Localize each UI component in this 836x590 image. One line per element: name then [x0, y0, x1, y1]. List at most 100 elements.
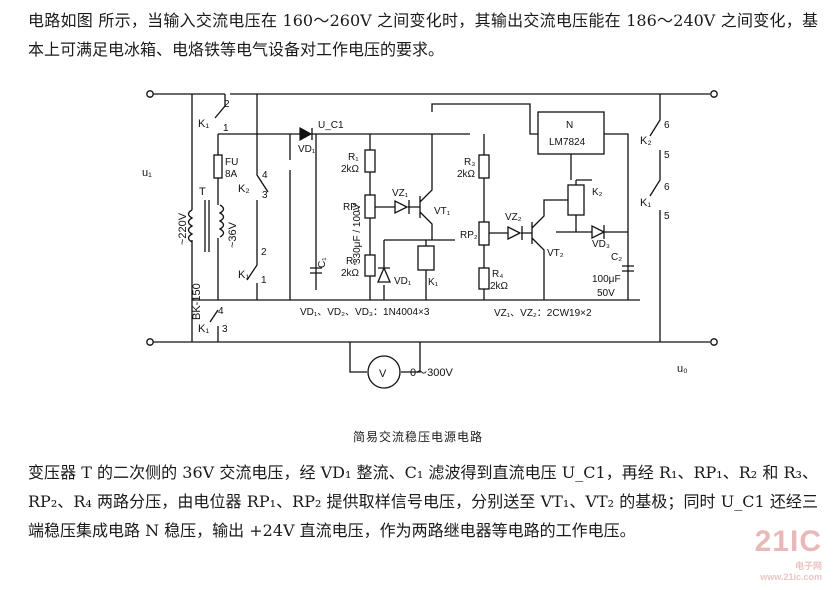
vz2-zener	[507, 225, 523, 241]
vd3-diode	[591, 224, 606, 240]
contact-5-top: 5	[664, 150, 670, 161]
r3-label: R₃	[464, 157, 475, 168]
contact-2-lower: 2	[261, 247, 267, 258]
k2-right-label: K₂	[640, 135, 652, 147]
input-terminal-bottom	[146, 338, 154, 346]
transformer-primary-coil	[187, 209, 194, 243]
c2-value-label: 100μF	[592, 274, 621, 285]
k1-right-label: K₁	[640, 197, 651, 209]
r1-label: R₁	[348, 152, 359, 163]
regulator-wiring	[431, 103, 629, 300]
c1-capacitor	[289, 134, 322, 300]
output-switch-column	[649, 94, 661, 342]
r2-value-label: 2kΩ	[341, 268, 360, 279]
fuse-rating-label: 8A	[225, 169, 238, 180]
vz1-zener	[394, 199, 410, 215]
contact-4-bottom: 4	[218, 306, 224, 317]
vd3-label: VD₃	[592, 239, 610, 250]
contact-3-bottom: 3	[222, 324, 228, 335]
contact-5-lower: 5	[664, 211, 670, 222]
contact-6-top: 6	[664, 120, 670, 131]
rp2-potentiometer	[478, 221, 490, 246]
c2-label: C₂	[611, 252, 622, 263]
fuse-label: FU	[225, 157, 238, 168]
c2-voltage-label: 50V	[597, 288, 615, 299]
r4-label: R₄	[492, 269, 503, 280]
voltmeter-symbol: V	[379, 368, 387, 380]
contact-2-top: 2	[224, 99, 230, 110]
diode-note: VD₁、VD₂、VD₃：1N4004×3	[300, 307, 430, 318]
contact-1-lower: 1	[261, 275, 267, 286]
input-terminal-top	[146, 90, 154, 98]
r1-value-label: 2kΩ	[341, 164, 360, 175]
k1-relay-wire	[383, 239, 455, 300]
r2-label: R₂	[346, 256, 357, 267]
vd1-label: VD₁	[298, 144, 316, 155]
k1-lower-label: K₁	[238, 269, 249, 281]
fuse	[213, 154, 223, 179]
vt1-transistor	[419, 134, 433, 240]
watermark-main: 21IC	[754, 525, 822, 558]
primary-voltage-label: ~220V	[177, 212, 189, 245]
watermark-sub: 电子网	[794, 561, 822, 571]
regulator-name: N	[566, 120, 573, 131]
output-terminal-bottom	[710, 338, 718, 346]
voltmeter	[367, 355, 401, 389]
vd-relay-label: VD₁	[394, 276, 412, 287]
vz1-label: VZ₁	[392, 188, 409, 199]
zener-note: VZ₁、VZ₂：2CW19×2	[494, 308, 592, 319]
vt2-label: VT₂	[547, 248, 564, 259]
r2-resistor	[364, 254, 376, 277]
contact-4-mid: 4	[262, 170, 268, 181]
vt1-label: VT₁	[434, 206, 451, 217]
input-label: u₁	[142, 167, 152, 179]
k2-k1-switch-column	[246, 94, 269, 281]
k1-top-switch	[214, 94, 226, 119]
contact-3-mid: 3	[262, 190, 268, 201]
voltmeter-range: 0～300V	[410, 367, 453, 379]
vz2-label: VZ₂	[505, 212, 522, 223]
regulator-model: LM7824	[549, 137, 586, 148]
vt2-transistor	[531, 199, 568, 300]
transformer-core	[204, 200, 210, 252]
uc1-label: U_C1	[318, 120, 344, 131]
r3-resistor	[478, 154, 490, 179]
input-rails	[153, 93, 350, 343]
intro-paragraph: 电路如图 所示，当输入交流电压在 160～260V 之间变化时，其输出交流电压能…	[28, 11, 818, 59]
c2-capacitor	[622, 265, 634, 272]
voltmeter-wire	[349, 342, 421, 373]
r3-value-label: 2kΩ	[457, 169, 476, 180]
r4-resistor	[478, 267, 490, 290]
c1-label: C₁	[317, 257, 328, 268]
r4-value-label: 2kΩ	[490, 281, 509, 292]
c1-value-label: 330μF / 100V	[352, 203, 363, 264]
r1-resistor	[364, 149, 376, 173]
watermark-url: www.21ic.com	[760, 572, 822, 582]
k1-bottom-label: K₁	[198, 323, 209, 335]
contact-1-top: 1	[223, 123, 229, 134]
k2-relay-label: K₂	[592, 187, 603, 198]
rp1-potentiometer	[364, 194, 376, 219]
k2-mid-label: K₂	[238, 183, 250, 195]
transformer-secondary-coil	[218, 204, 225, 238]
k1-relay-label: K₁	[428, 277, 439, 288]
rp1-label: RP₁	[343, 202, 361, 213]
vd-relay-diode	[377, 266, 391, 283]
body-paragraph: 变压器 T 的二次侧的 36V 交流电压，经 VD₁ 整流、C₁ 滤波得到直流电…	[28, 463, 818, 540]
k1-relay-coil	[417, 245, 435, 271]
watermark-logo: 21IC 电子网 www.21ic.com	[755, 525, 822, 582]
dc-rail	[290, 133, 470, 290]
transformer-model-label: BK-150	[191, 283, 203, 320]
rp2-label: RP₂	[460, 230, 478, 241]
output-label: u₀	[677, 363, 688, 375]
transformer-label: T	[199, 186, 206, 198]
vd1-diode	[299, 126, 313, 142]
output-rails	[350, 93, 710, 343]
k2-relay-coil	[567, 184, 585, 216]
output-terminal-top	[710, 90, 718, 98]
contact-6-lower: 6	[664, 182, 670, 193]
figure-caption: 简易交流稳压电源电路	[352, 430, 483, 444]
secondary-voltage-label: ~36V	[227, 221, 239, 248]
k1-top-label: K₁	[198, 118, 209, 130]
circuit-diagram: u₁ ~220V T BK-150 ~36V 2 K₁ 1 FU 8A 4 3 …	[142, 90, 718, 389]
